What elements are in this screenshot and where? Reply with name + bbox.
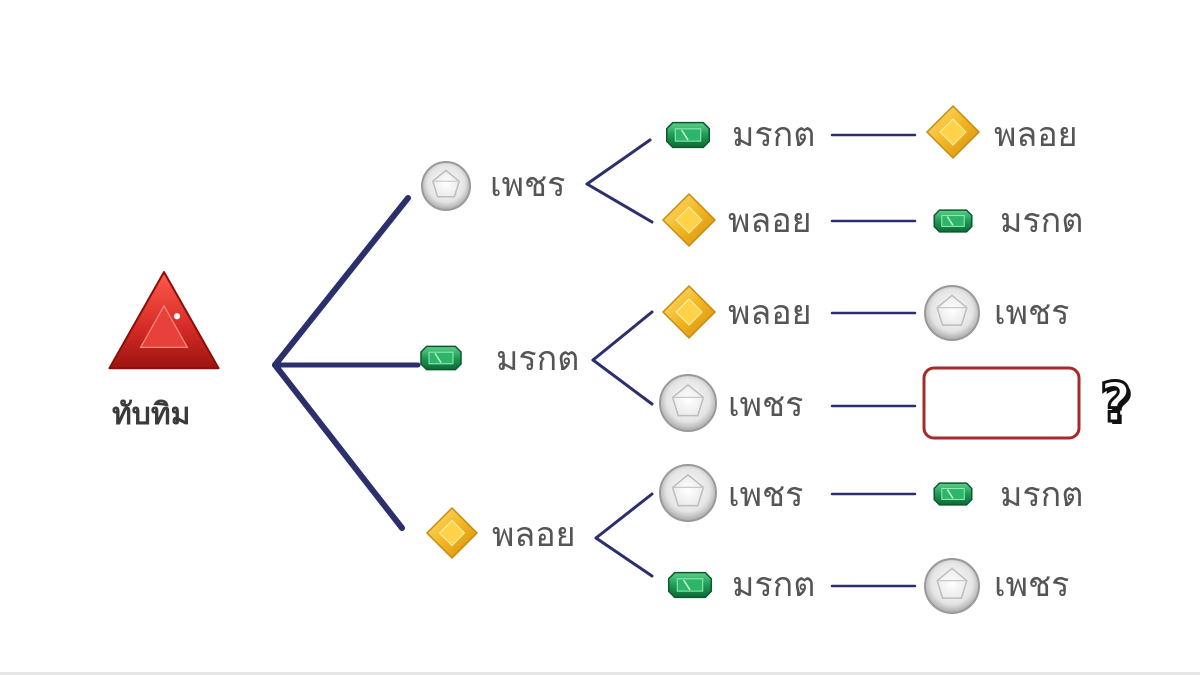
topaz-yellow-icon bbox=[661, 192, 717, 248]
tree-branches bbox=[272, 133, 917, 588]
level3-label-3: เพชร bbox=[994, 293, 1070, 333]
level1-label-diamond: เพชร bbox=[490, 165, 566, 205]
topaz-yellow-icon bbox=[425, 506, 479, 560]
bottom-divider bbox=[0, 672, 1200, 675]
branch-diamond-emerald bbox=[585, 138, 652, 186]
branch-topaz-emerald bbox=[594, 536, 654, 578]
emerald-rect-icon bbox=[666, 121, 710, 149]
level2-label-2: พลอย bbox=[728, 201, 812, 241]
level3-label-1: พลอย bbox=[994, 115, 1078, 155]
level3-label-5: มรกต bbox=[1000, 475, 1084, 515]
diamond-round-icon bbox=[659, 374, 717, 432]
level2-label-5: เพชร bbox=[728, 475, 804, 515]
emerald-rect-icon bbox=[933, 209, 973, 233]
emerald-rect-icon bbox=[933, 482, 973, 506]
emerald-rect-icon bbox=[420, 345, 462, 371]
level2-label-1: มรกต bbox=[732, 115, 816, 155]
level1-label-topaz: พลอย bbox=[492, 515, 576, 555]
level2-label-3: พลอย bbox=[728, 293, 812, 333]
branch-diamond-topaz bbox=[585, 182, 654, 224]
topaz-yellow-icon bbox=[661, 284, 717, 340]
level3-label-6: เพชร bbox=[994, 565, 1070, 605]
topaz-yellow-icon bbox=[925, 104, 981, 160]
emerald-rect-icon bbox=[668, 571, 712, 599]
branch-emerald-topaz bbox=[591, 310, 654, 362]
level2-label-4: เพชร bbox=[728, 385, 804, 425]
level1-label-emerald: มรกต bbox=[496, 339, 580, 379]
branch-topaz-diamond bbox=[594, 492, 654, 540]
diamond-round-icon bbox=[924, 285, 980, 341]
gem-icons bbox=[108, 104, 981, 614]
level2-label-6: มรกต bbox=[732, 565, 816, 605]
root-label: ทับทิม bbox=[112, 397, 191, 432]
answer-box[interactable] bbox=[922, 366, 1081, 440]
ruby-triangle-icon bbox=[108, 271, 220, 370]
question-mark: ? bbox=[1098, 371, 1132, 434]
branch-root-diamond bbox=[272, 195, 411, 368]
level3-label-2: มรกต bbox=[1000, 201, 1084, 241]
branch-root-topaz bbox=[272, 362, 405, 531]
diamond-round-icon bbox=[659, 464, 717, 522]
diamond-round-icon bbox=[924, 558, 980, 614]
diamond-round-icon bbox=[421, 161, 471, 211]
branch-emerald-diamond bbox=[591, 358, 654, 406]
